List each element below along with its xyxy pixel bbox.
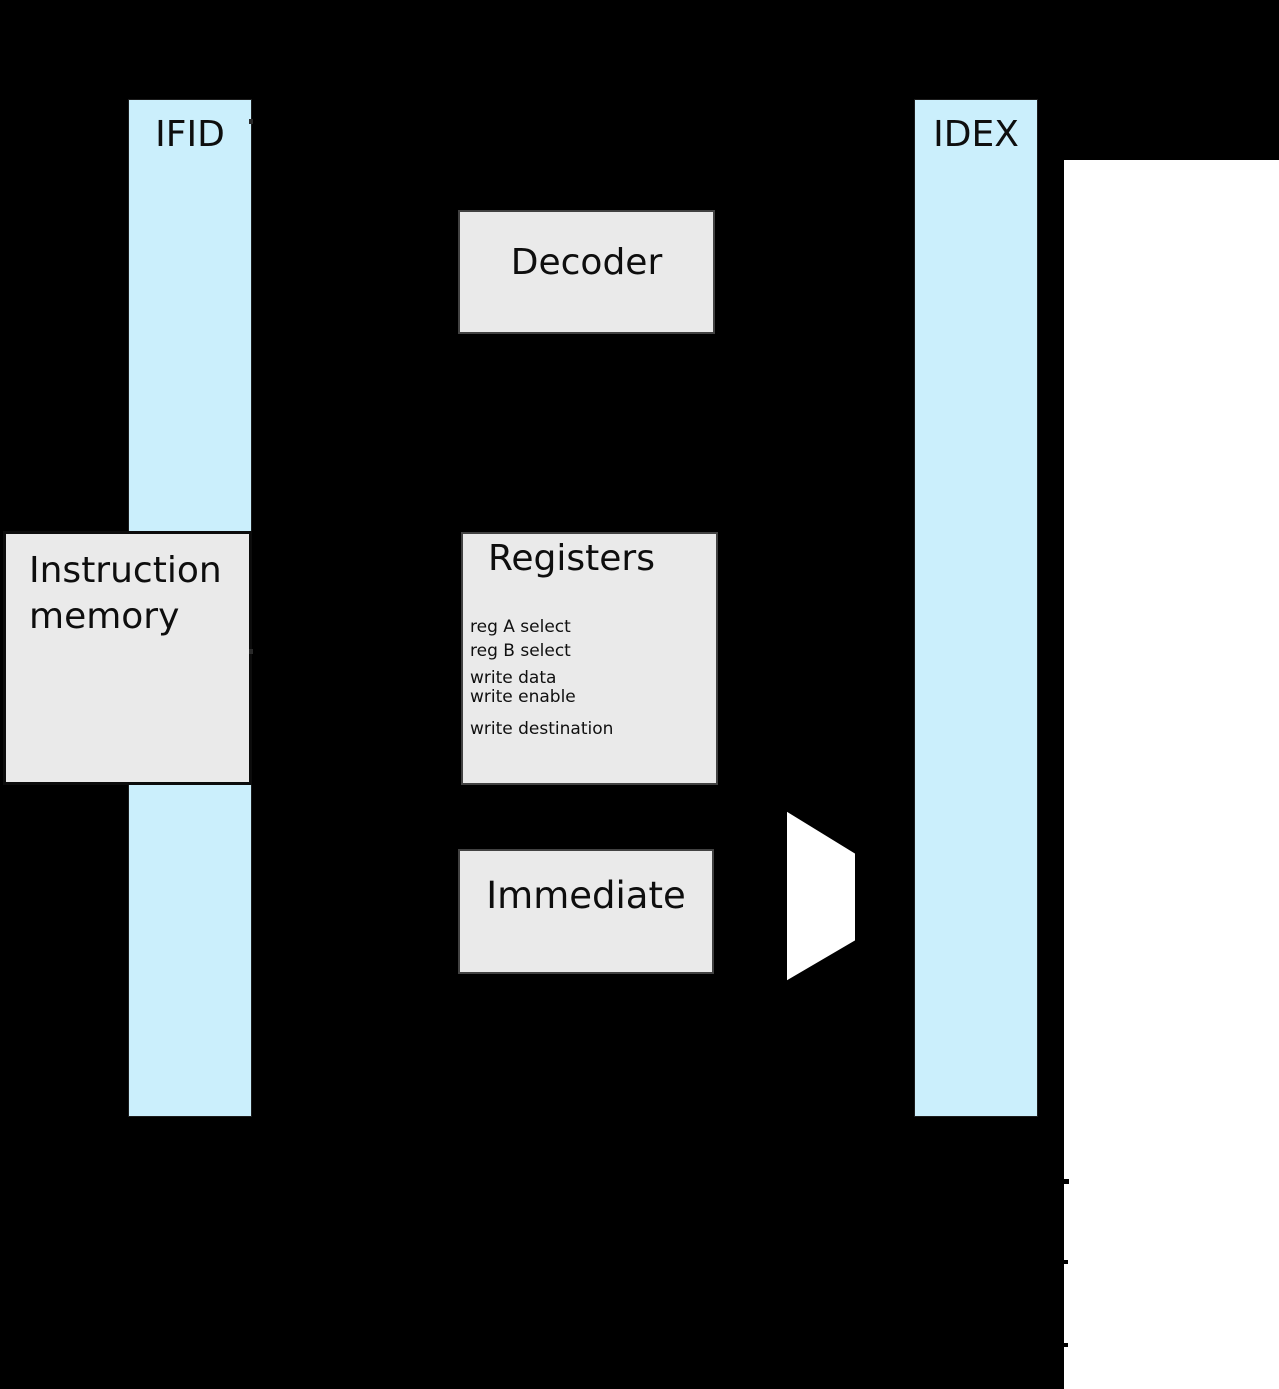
registers-port-reg-b-select: reg B select	[470, 641, 571, 661]
wire-stub	[249, 119, 253, 124]
wire-stub	[1062, 1343, 1068, 1347]
instruction-memory-block: Instruction memory	[3, 531, 252, 785]
wire-stub	[1062, 1179, 1069, 1184]
mux-shape	[785, 808, 857, 984]
idex-label: IDEX	[933, 114, 1019, 155]
registers-port-write-destination: write destination	[470, 719, 614, 739]
decoder-block: Decoder	[458, 210, 715, 334]
registers-block: Registers reg A select reg B select writ…	[461, 532, 718, 785]
pipeline-register-idex: IDEX	[914, 99, 1038, 1117]
ifid-label: IFID	[155, 114, 225, 155]
immediate-block: Immediate	[458, 849, 714, 974]
registers-port-write-enable: write enable	[470, 687, 576, 707]
registers-port-reg-a-select: reg A select	[470, 617, 571, 637]
wire-stub	[249, 649, 253, 654]
registers-title: Registers	[488, 538, 655, 579]
next-stage-panel	[1064, 160, 1279, 1389]
decoder-label: Decoder	[510, 241, 663, 283]
wire-stub	[1062, 1260, 1068, 1264]
instruction-memory-label: Instruction memory	[29, 550, 222, 637]
immediate-label: Immediate	[486, 874, 686, 917]
registers-port-write-data: write data	[470, 668, 557, 688]
